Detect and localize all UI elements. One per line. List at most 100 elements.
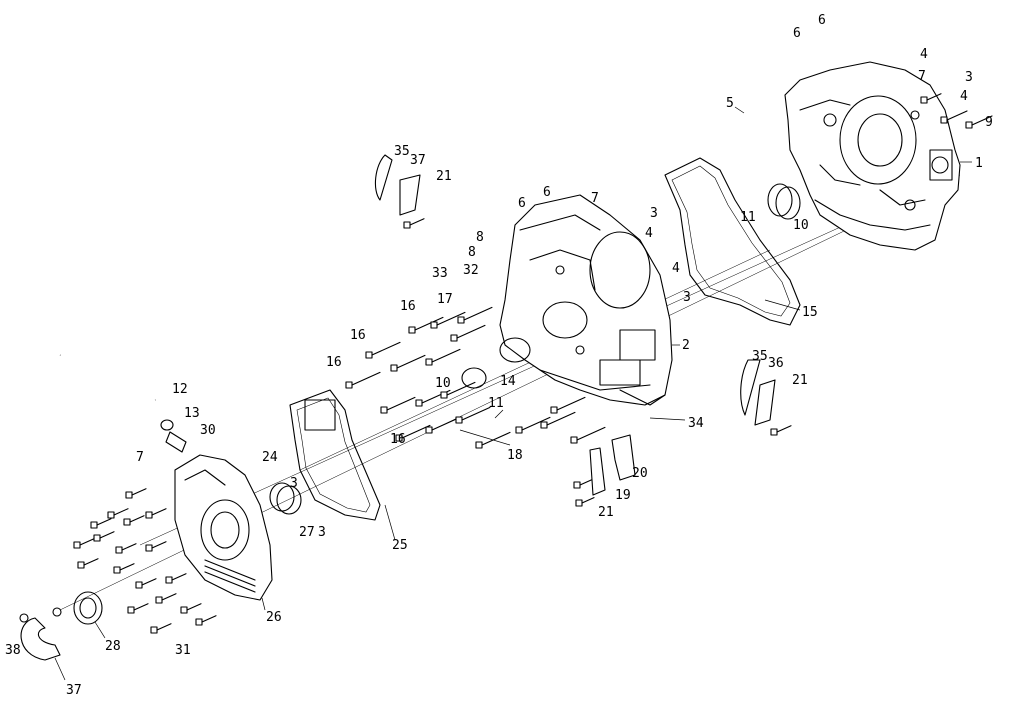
bolt	[430, 311, 466, 329]
bolt	[408, 316, 444, 334]
bolt	[940, 110, 968, 124]
callout-c34: 34	[688, 416, 704, 431]
bolt	[515, 416, 551, 434]
bolt	[115, 543, 137, 554]
callout-c32: 32	[463, 263, 479, 278]
bolt	[455, 406, 491, 424]
breather-hose	[46, 350, 156, 414]
callout-c4c: 4	[672, 261, 680, 276]
callout-c4d: 4	[960, 89, 968, 104]
callout-c8a: 8	[476, 230, 484, 245]
callout-c16c: 16	[326, 355, 342, 370]
callout-c36: 36	[768, 356, 784, 371]
front-cover	[174, 454, 273, 601]
bolt	[573, 479, 593, 489]
callout-c16d: 16	[390, 432, 406, 447]
callout-c11b: 11	[488, 396, 504, 411]
callout-c3c: 3	[683, 290, 691, 305]
callout-c21a: 21	[436, 169, 452, 184]
leader-lines	[54, 106, 972, 681]
upper-cable-bracket	[374, 154, 776, 426]
bolt	[77, 558, 99, 569]
callout-c6a: 6	[793, 26, 801, 41]
callout-c1: 1	[975, 156, 983, 171]
bolt	[550, 396, 586, 414]
callout-c37b: 37	[66, 683, 82, 698]
bolt	[165, 573, 187, 584]
bolt	[145, 508, 167, 519]
bolt	[425, 416, 461, 434]
bolt	[920, 93, 942, 104]
callout-c10a: 10	[793, 218, 809, 233]
bolt	[450, 324, 486, 342]
bolt	[390, 354, 426, 372]
bolt	[457, 306, 493, 324]
bolt	[180, 603, 202, 614]
callout-c25: 25	[392, 538, 408, 553]
front-crankcase-half	[499, 194, 673, 406]
callout-c6b: 6	[818, 13, 826, 28]
bolt	[127, 603, 149, 614]
bolt	[395, 424, 431, 442]
bolt	[135, 578, 157, 589]
levers	[589, 434, 636, 496]
callout-c16b: 16	[350, 328, 366, 343]
bearings	[269, 183, 801, 515]
hose-clamp-and-fitting	[160, 419, 187, 453]
callout-c31: 31	[175, 643, 191, 658]
bolt	[770, 425, 792, 436]
bolt	[403, 218, 425, 229]
bolt	[575, 497, 595, 507]
callout-c9: 9	[985, 115, 993, 130]
callout-c35b: 35	[752, 349, 768, 364]
bolt	[90, 518, 112, 529]
u-bracket	[19, 607, 62, 661]
bolt	[475, 431, 511, 449]
callout-c38: 38	[5, 643, 21, 658]
bolt	[123, 515, 145, 526]
callout-c4a: 4	[920, 47, 928, 62]
callout-c37a: 37	[410, 153, 426, 168]
callout-c30: 30	[200, 423, 216, 438]
rear-crankcase-half	[784, 61, 961, 251]
center-gasket	[664, 157, 801, 326]
callout-c3b: 3	[650, 206, 658, 221]
callout-c3a: 3	[965, 70, 973, 85]
bolt	[440, 381, 476, 399]
bolt	[93, 531, 115, 542]
bolt	[145, 541, 167, 552]
bolt	[195, 615, 217, 626]
callout-c6c: 6	[518, 196, 526, 211]
cover-gasket	[289, 389, 381, 521]
callout-c11a: 11	[740, 210, 756, 225]
oil-seal	[73, 591, 103, 625]
callout-labels: 1233333444456666777889101011111213141516…	[5, 13, 993, 698]
callout-c10b: 10	[435, 376, 451, 391]
bolt	[965, 115, 993, 129]
bolt	[155, 593, 177, 604]
callout-c27: 27	[299, 525, 315, 540]
callout-c12: 12	[172, 382, 188, 397]
callout-c5: 5	[726, 96, 734, 111]
callout-c24: 24	[262, 450, 278, 465]
callout-c35a: 35	[394, 144, 410, 159]
callout-c6d: 6	[543, 185, 551, 200]
bolt	[380, 396, 416, 414]
bolt	[570, 426, 606, 444]
callout-c21c: 21	[598, 505, 614, 520]
callout-c7a: 7	[918, 69, 926, 84]
bolt	[107, 508, 129, 519]
callout-c8b: 8	[468, 245, 476, 260]
callout-c7b: 7	[591, 191, 599, 206]
callout-c33: 33	[432, 266, 448, 281]
callout-c19: 19	[615, 488, 631, 503]
callout-c20: 20	[632, 466, 648, 481]
bolt	[540, 411, 576, 429]
callout-c14: 14	[500, 374, 516, 389]
callout-c28: 28	[105, 639, 121, 654]
callout-c26: 26	[266, 610, 282, 625]
bolts	[73, 93, 993, 634]
callout-c4b: 4	[645, 226, 653, 241]
bolt	[345, 371, 381, 389]
